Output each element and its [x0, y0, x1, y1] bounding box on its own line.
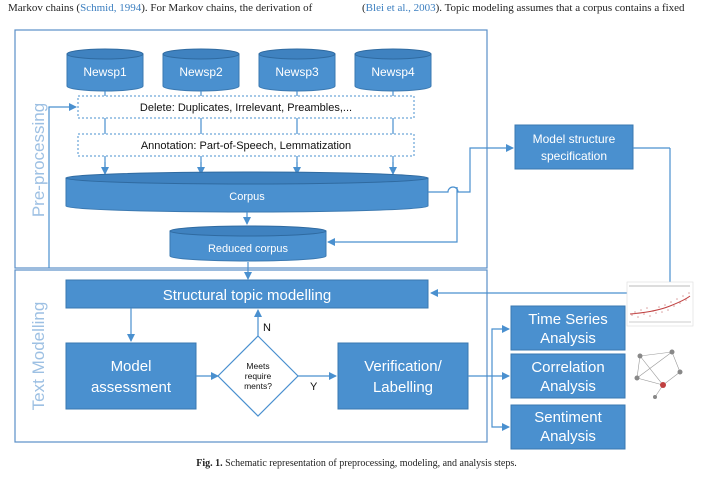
newspaper-cylinder-2: Newsp2 — [162, 48, 240, 92]
time-series-label-2: Analysis — [540, 330, 596, 347]
decision-no-label: N — [263, 322, 271, 334]
verification-label-1: Verification/ — [364, 358, 442, 375]
delete-step-label: Delete: Duplicates, Irrelevant, Preamble… — [140, 102, 352, 114]
model-structure-label-1: Model structure — [533, 132, 616, 146]
corpus-cylinder: Corpus — [65, 171, 429, 213]
header-right-citation[interactable]: Blei et al., 2003 — [365, 2, 436, 14]
time-series-label-1: Time Series — [528, 311, 607, 328]
preprocessing-label: Pre-processing — [29, 103, 48, 217]
network-thumbnail — [634, 349, 683, 399]
newspaper-label-3: Newsp3 — [275, 65, 319, 79]
stm-label: Structural topic modelling — [163, 287, 331, 304]
header-right-prefix: ( — [362, 2, 366, 14]
decision-yes-label: Y — [310, 381, 318, 393]
preprocessing-frame — [14, 29, 488, 269]
time-series-box — [510, 305, 626, 351]
newspaper-cylinder-1: Newsp1 — [66, 48, 144, 92]
sentiment-label-2: Analysis — [540, 428, 596, 445]
reduced-corpus-label: Reduced corpus — [208, 243, 289, 255]
model-structure-box — [514, 124, 634, 170]
sentiment-box — [510, 404, 626, 450]
timeseries-thumbnail — [626, 281, 694, 327]
figure-caption: Fig. 1. Schematic representation of prep… — [0, 458, 713, 469]
annotation-step-box — [77, 133, 415, 157]
newspaper-cylinder-3: Newsp3 — [258, 48, 336, 92]
model-assessment-label-2: assessment — [91, 379, 172, 396]
decision-label-3: ments? — [244, 381, 272, 391]
newspaper-label-4: Newsp4 — [371, 65, 415, 79]
stm-box — [65, 279, 429, 309]
correlation-label-2: Analysis — [540, 378, 596, 395]
model-structure-to-stm-line — [430, 148, 671, 297]
model-structure-label-2: specification — [541, 149, 607, 163]
header-text-left: Markov chains (Schmid, 1994). For Markov… — [8, 2, 312, 14]
header-left-suffix: ). For Markov chains, the derivation of — [141, 2, 313, 14]
header-left-citation[interactable]: Schmid, 1994 — [80, 2, 142, 14]
caption-text: Schematic representation of preprocessin… — [225, 458, 517, 469]
header-text-right: (Blei et al., 2003). Topic modeling assu… — [362, 2, 685, 14]
decision-diamond — [217, 335, 299, 417]
newspaper-cylinder-4: Newsp4 — [354, 48, 432, 92]
header-left-prefix: Markov chains ( — [8, 2, 81, 14]
newspaper-label-1: Newsp1 — [83, 65, 127, 79]
corpus-label: Corpus — [229, 191, 265, 203]
feedback-loop-line — [327, 187, 458, 246]
newspaper-label-2: Newsp2 — [179, 65, 223, 79]
left-feedback-line — [48, 103, 77, 268]
model-assessment-box — [65, 342, 197, 410]
caption-label: Fig. 1. — [196, 458, 223, 469]
delete-step-box — [77, 95, 415, 119]
correlation-label-1: Correlation — [531, 359, 604, 376]
reduced-corpus-cylinder: Reduced corpus — [169, 225, 327, 262]
annotation-step-label: Annotation: Part-of-Speech, Lemmatizatio… — [141, 140, 351, 152]
correlation-box — [510, 353, 626, 399]
analysis-fanout-arrows — [468, 325, 510, 431]
decision-label-1: Meets — [246, 361, 269, 371]
header-right-suffix: ). Topic modeling assumes that a corpus … — [435, 2, 685, 14]
text-modelling-label: Text Modelling — [29, 302, 48, 411]
verification-label-2: Labelling — [373, 379, 433, 396]
text-modelling-frame — [14, 269, 488, 443]
model-assessment-label-1: Model — [111, 358, 152, 375]
sentiment-label-1: Sentiment — [534, 409, 602, 426]
verification-box — [337, 342, 469, 410]
decision-label-2: require — [245, 371, 272, 381]
corpus-to-model-structure-line — [428, 144, 514, 193]
